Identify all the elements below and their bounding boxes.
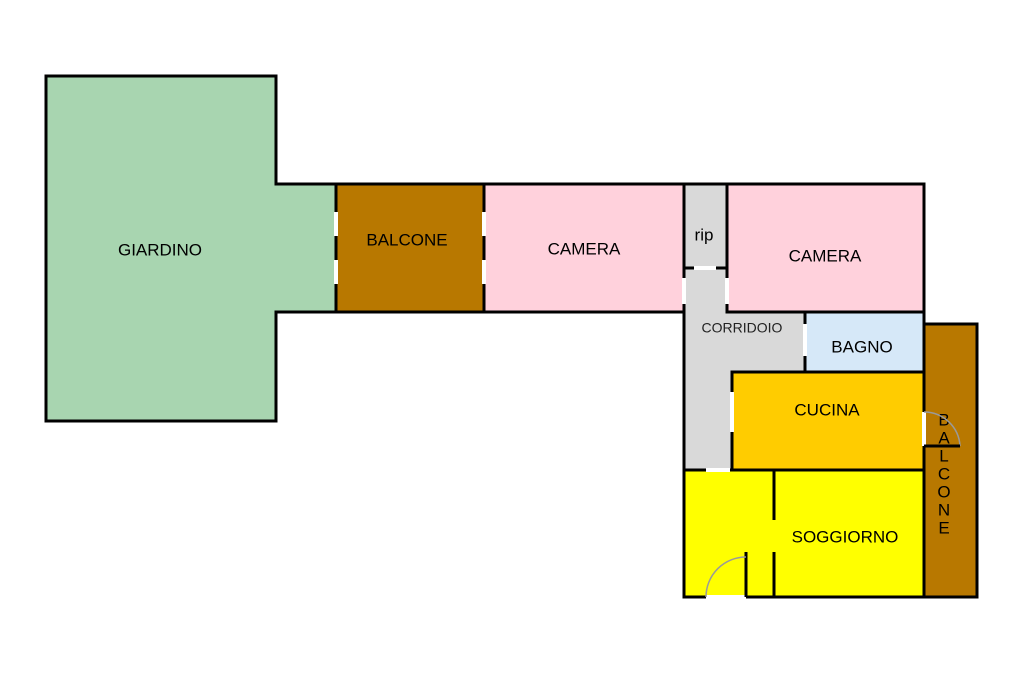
room-label-giardino: GIARDINO (118, 240, 202, 259)
room-label-corridoio: CORRIDOIO (702, 320, 783, 336)
room-bagno (803, 310, 926, 374)
room-label-camera-1: CAMERA (548, 239, 621, 258)
balcone-right-letter: E (938, 518, 949, 537)
room-cucina (730, 370, 926, 472)
balcone-right-letter: A (938, 428, 950, 447)
balcone-right-letter: B (938, 410, 949, 429)
room-balcone-right (922, 322, 979, 599)
balcone-right-letter: N (938, 500, 950, 519)
room-ripostiglio (682, 182, 729, 270)
room-label-balcone-right: B A L C O N E (937, 410, 950, 537)
balcone-right-letter: O (937, 482, 950, 501)
balcone-right-letter: C (938, 464, 950, 483)
room-camera-1 (482, 182, 686, 314)
room-label-balcone-left: BALCONE (366, 230, 447, 249)
room-label-soggiorno: SOGGIORNO (792, 527, 899, 546)
room-label-camera-2: CAMERA (789, 246, 862, 265)
room-label-cucina: CUCINA (794, 400, 860, 419)
room-label-ripostiglio: rip (695, 225, 714, 244)
balcone-right-letter: L (939, 446, 948, 465)
door-swing-balcone (923, 411, 961, 447)
room-label-bagno: BAGNO (831, 337, 892, 356)
room-camera-2 (725, 182, 926, 314)
room-soggiorno (682, 468, 926, 599)
door-swing-entrance (705, 556, 747, 598)
